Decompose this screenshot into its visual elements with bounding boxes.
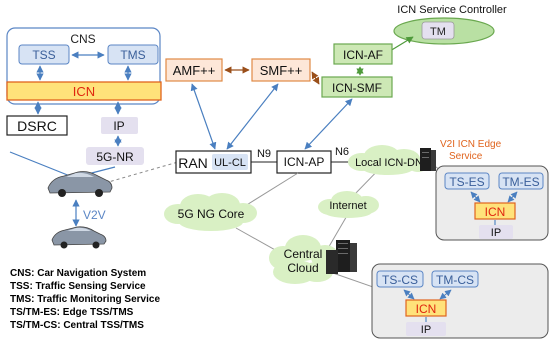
internet-cloud: [318, 191, 379, 218]
central-ip-label: IP: [421, 324, 431, 336]
legend-line: TSS: Traffic Sensing Service: [10, 281, 146, 292]
dsrc-car-line: [9, 151, 71, 177]
tss-label: TSS: [32, 48, 55, 62]
ulcl-box: [212, 154, 248, 170]
car-icon: [51, 226, 107, 249]
edge-ip-box: [479, 225, 513, 239]
ran-label: RAN: [178, 155, 208, 171]
tm-cs-box: [431, 270, 479, 288]
v2i-title-line2: Service: [449, 151, 483, 162]
amf-box: [165, 58, 223, 82]
central-ip-box: [406, 322, 446, 336]
dsrc-box: [6, 115, 68, 136]
central-cloud-line1: Central: [284, 247, 323, 261]
legend-line: CNS: Car Navigation System: [10, 268, 146, 279]
tm-es-box: [498, 172, 544, 190]
icn-smf-label: ICN-SMF: [332, 81, 382, 95]
legend-line: TS/TM-CS: Central TSS/TMS: [10, 320, 144, 331]
tses-icn-arrow: [470, 191, 481, 203]
icnsmf-icnap-arrow: [304, 98, 353, 150]
ip-box: [101, 117, 138, 134]
ng-core-cloud: [164, 193, 257, 231]
af-controller-arrow: [389, 36, 414, 52]
icn-bar: [6, 81, 162, 101]
legend-line: TMS: Traffic Monitoring Service: [10, 294, 160, 305]
nr-box: [86, 147, 144, 165]
ts-cs-box: [376, 270, 424, 288]
cns-title: CNS: [70, 32, 95, 46]
tscs-icn-arrow: [403, 289, 415, 300]
central-cloud-line2: Cloud: [287, 261, 318, 275]
tms-label: TMS: [120, 48, 145, 62]
car-ran-dashed: [104, 161, 179, 184]
ulcl-label: UL-CL: [214, 157, 246, 169]
legend-line: TS/TM-ES: Edge TSS/TMS: [10, 307, 134, 318]
car-icon: [47, 171, 113, 197]
edge-icn-label: ICN: [485, 205, 506, 219]
tm-box: [421, 21, 455, 40]
central-icn-box: [405, 299, 447, 317]
icn-af-label: ICN-AF: [343, 48, 383, 62]
internet-label: Internet: [329, 200, 366, 212]
ts-cs-label: TS-CS: [382, 273, 418, 287]
icn-af-box: [333, 43, 393, 65]
smf-label: SMF++: [260, 63, 303, 78]
server-icon: [420, 148, 436, 171]
ng-core-label: 5G NG Core: [178, 207, 245, 221]
smf-ran-arrow: [226, 83, 279, 150]
tm-cs-label: TM-CS: [436, 273, 474, 287]
icn-bar-label: ICN: [73, 84, 95, 99]
server-rack-icon: [326, 240, 357, 274]
icn-ap-label: ICN-AP: [284, 155, 325, 169]
icn-smf-box: [321, 76, 393, 98]
smf-box: [251, 58, 311, 82]
v2v-label: V2V: [83, 208, 106, 222]
dsrc-label: DSRC: [17, 118, 57, 134]
edge-icn-box: [474, 202, 516, 220]
tmcs-icn-arrow: [439, 289, 452, 300]
nr-label: 5G-NR: [96, 150, 134, 164]
n6-label: N6: [335, 146, 349, 158]
icnap-core-line: [244, 172, 299, 207]
edge-ip-label: IP: [491, 227, 501, 239]
controller-title: ICN Service Controller: [397, 4, 507, 16]
tm-es-label: TM-ES: [502, 175, 539, 189]
ts-es-box: [444, 172, 490, 190]
ts-es-label: TS-ES: [449, 175, 484, 189]
amf-ran-arrow: [190, 83, 217, 150]
smf-icnsmf-arrow: [311, 71, 320, 85]
tmes-icn-arrow: [507, 191, 518, 203]
local-dn-label: Local ICN-DN: [355, 157, 423, 169]
v2i-title-line1: V2I ICN Edge: [440, 139, 502, 150]
central-icn-label: ICN: [416, 302, 437, 316]
legend: CNS: Car Navigation System TSS: Traffic …: [10, 268, 160, 331]
tm-label: TM: [430, 26, 446, 38]
ip-label: IP: [113, 119, 124, 133]
amf-label: AMF++: [173, 63, 216, 78]
n9-label: N9: [257, 148, 271, 160]
